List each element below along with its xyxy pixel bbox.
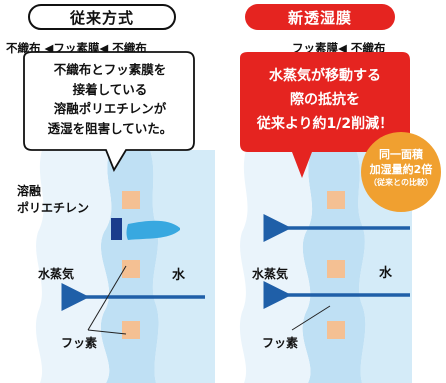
right-label-vapor: 水蒸気	[252, 267, 289, 281]
right-speech-bubble	[240, 52, 410, 178]
right-label-fluorine: フッ素	[262, 336, 299, 350]
left-speech-bubble	[23, 51, 195, 173]
left-title: 従来方式	[28, 4, 176, 30]
left-nonwoven	[35, 150, 112, 383]
right-bubble-text: 水蒸気が移動する 際の抵抗を 従来より約1/2削減！	[256, 68, 394, 132]
polyethylene-block	[111, 218, 122, 240]
right-layer-order: フッ素膜◀ 不織布	[292, 41, 386, 55]
right-nonwoven	[239, 150, 313, 383]
vapor-splash	[126, 220, 180, 240]
right-fluorine-square-2	[327, 260, 345, 278]
right-fluorine-square-1	[327, 191, 345, 209]
right-fluorine-square-3	[327, 321, 345, 339]
left-fluorine-square-3	[122, 321, 140, 339]
capacity-badge-text: 同一面積 加湿量約2倍 （従来との比較）	[369, 148, 433, 187]
left-fluorine-square-1	[122, 191, 140, 209]
label-polyethylene: 溶融 ポリエチレン	[17, 184, 90, 215]
right-title: 新透湿膜	[245, 4, 395, 30]
left-bubble-text: 不織布とフッ素膜を 接着している 溶融ポリエチレンが 透湿を阻害していた。	[47, 62, 173, 136]
right-label-water: 水	[379, 266, 393, 281]
left-label-vapor: 水蒸気	[38, 267, 75, 281]
capacity-badge	[361, 132, 441, 212]
left-label-fluorine: フッ素	[61, 336, 98, 350]
left-water-region	[150, 150, 215, 383]
left-label-water: 水	[172, 268, 186, 283]
left-fluorine-square-2	[122, 260, 140, 278]
